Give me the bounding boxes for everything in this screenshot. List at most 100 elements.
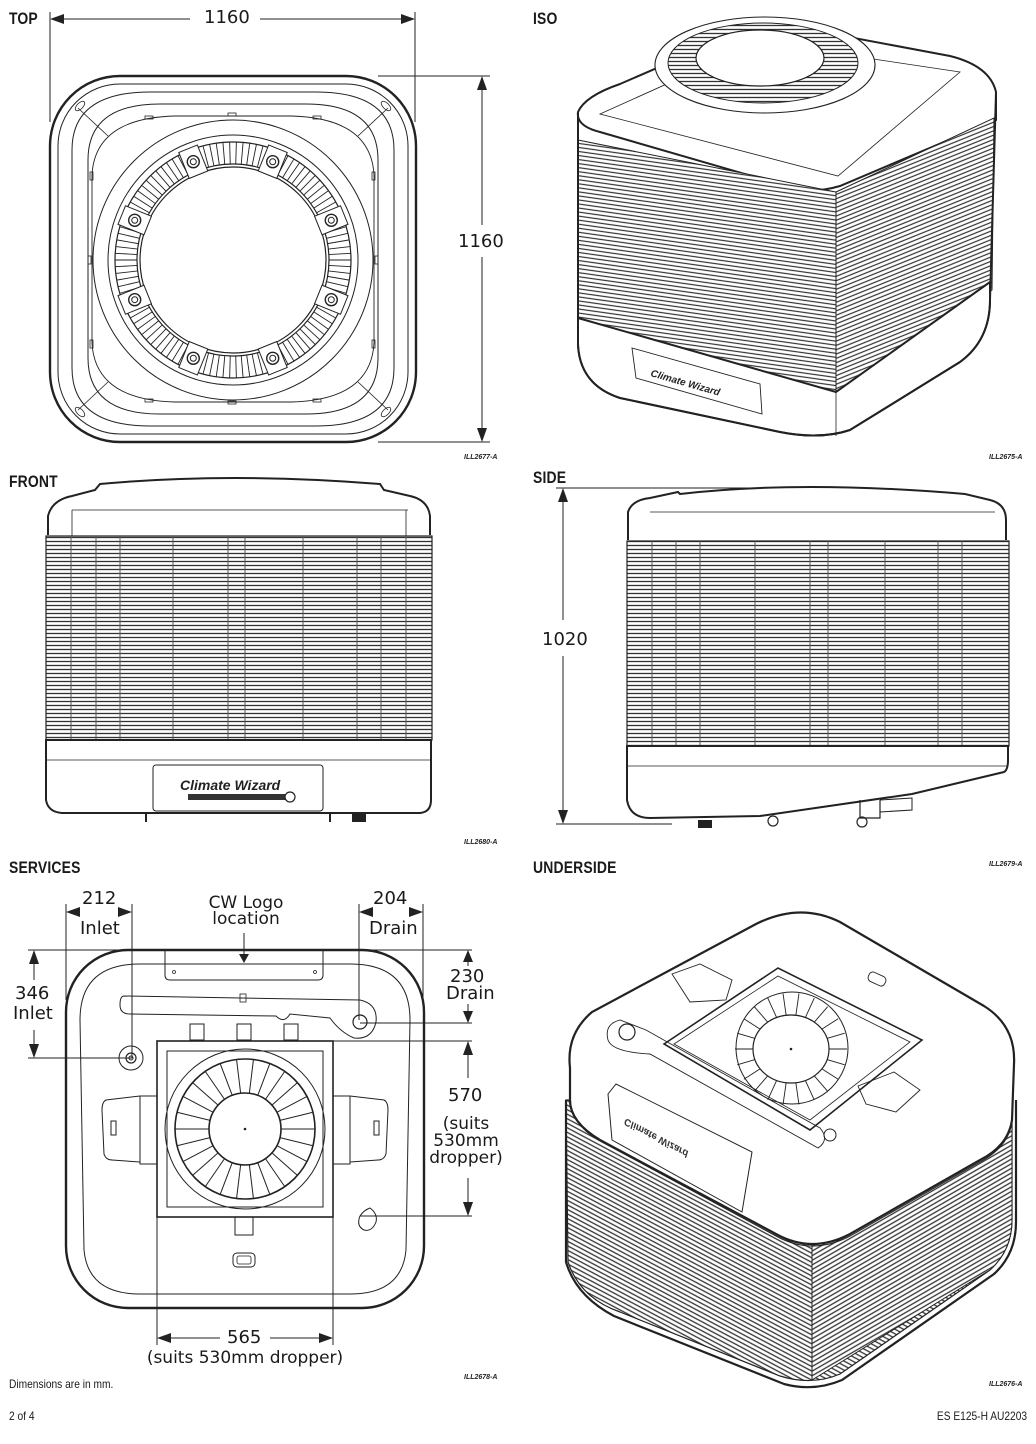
grille-slat [160,166,175,185]
grille-slat [235,142,237,165]
grille-slat [215,354,220,377]
dropper-y-dimension: 570 [448,1085,483,1106]
dropper-y-note-1: (suits [442,1114,490,1134]
dropper-x-note: (suits 530mm dropper) [146,1348,344,1368]
grille-slat [150,328,167,345]
document-code: ES E125-H AU2203 [936,1409,1027,1423]
grille-slat [116,275,139,281]
arrow-up-icon [558,488,568,502]
grille-slat [145,324,163,341]
iso-view-heading: ISO [533,9,558,28]
dropper-y-note-3: dropper) [429,1148,503,1168]
grille-slat [155,170,171,188]
grille-slat [291,335,306,354]
arrow-up-icon [463,950,473,962]
bolt-icon [186,155,200,169]
grille-slat [141,320,159,336]
arrow-up-icon [463,1041,473,1055]
fan-blade [236,1164,242,1199]
grille-slat [133,195,153,209]
fan-blade [782,1082,787,1105]
front-view-ill-code: ILL2680-A [464,839,498,846]
fan-blade [265,1071,286,1100]
arrow-down-icon [477,428,487,442]
grille-slat [117,232,140,239]
grille-slat [150,175,167,192]
grille-slat [307,184,325,200]
grille-slat [316,201,336,214]
grille-slat [202,145,210,168]
dropper-y-note-2: 530mm [433,1131,499,1151]
grille-slat [246,354,251,377]
services-view-ill-code: ILL2678-A [464,1374,498,1381]
underside-frame [662,967,924,1131]
grille-slat [313,195,333,209]
grille-slat [282,158,295,179]
side-coil [626,540,1010,747]
fan-blade [812,1006,829,1024]
arrow-down-icon [463,1202,473,1216]
bolt-icon [324,293,338,307]
fan-blade [265,1158,286,1187]
side-height-dimension: 1020 [542,629,588,651]
fan-blade [804,997,815,1019]
grille-slat [282,341,295,362]
grille-slat [246,143,251,166]
inlet-y-dimension: 346 [15,983,50,1004]
side-view-heading: SIDE [533,468,567,487]
fan-blade [804,1079,815,1101]
grille-slat [137,190,156,204]
bolt-icon [324,213,338,227]
grille-slat [313,311,333,325]
fan-blade [279,1137,314,1147]
dimensions-note: Dimensions are in mm. [9,1377,114,1391]
fan-blade [192,1152,219,1176]
fan-blade [248,1059,254,1094]
fan-blade [271,1152,298,1176]
grille-slat [141,184,159,200]
grille-slat [130,201,150,214]
drain-y-dimension: 230 [450,966,485,987]
grille-slat [303,324,321,341]
fan-blade [271,1082,298,1106]
arrow-left-icon [157,1333,171,1343]
top-view-heading: TOP [9,9,38,28]
drain-x-dimension: 204 [373,888,408,909]
grille-slat [251,353,257,376]
grille-slat [299,175,316,192]
grille-slat [251,144,257,167]
grille-slat [316,306,336,319]
arrow-up-icon [29,950,39,964]
fan-blade [819,1067,839,1080]
grille-slat [155,332,171,350]
grille-slat [256,352,264,375]
fan-blade [276,1145,308,1162]
underside-inlet [618,1023,636,1041]
grille-slat [130,306,150,319]
front-lid [47,477,431,535]
top-width-dimension: 1160 [204,7,250,28]
logo-plate-outline [164,950,324,981]
arrow-down-icon [558,810,568,824]
grille-slat [160,335,175,354]
fan-blade [753,1074,770,1092]
underside-logo-plate [607,1083,753,1213]
front-coil [45,535,433,741]
grille-slat [286,162,300,182]
unit-outline [48,74,418,444]
grille-slat [166,162,180,182]
fan-blade [219,1162,233,1195]
fan-blade [279,1111,314,1121]
fan-blade [182,1096,214,1113]
fan-blade [204,1071,225,1100]
logo-location-label-2: location [212,909,280,929]
inlet-y-label: Inlet [13,1003,53,1024]
grille-slat [307,320,325,336]
grille-slat [326,232,349,239]
fan-blade [812,1074,829,1092]
bolt-icon [266,155,280,169]
inlet-x-dimension: 212 [82,888,117,909]
